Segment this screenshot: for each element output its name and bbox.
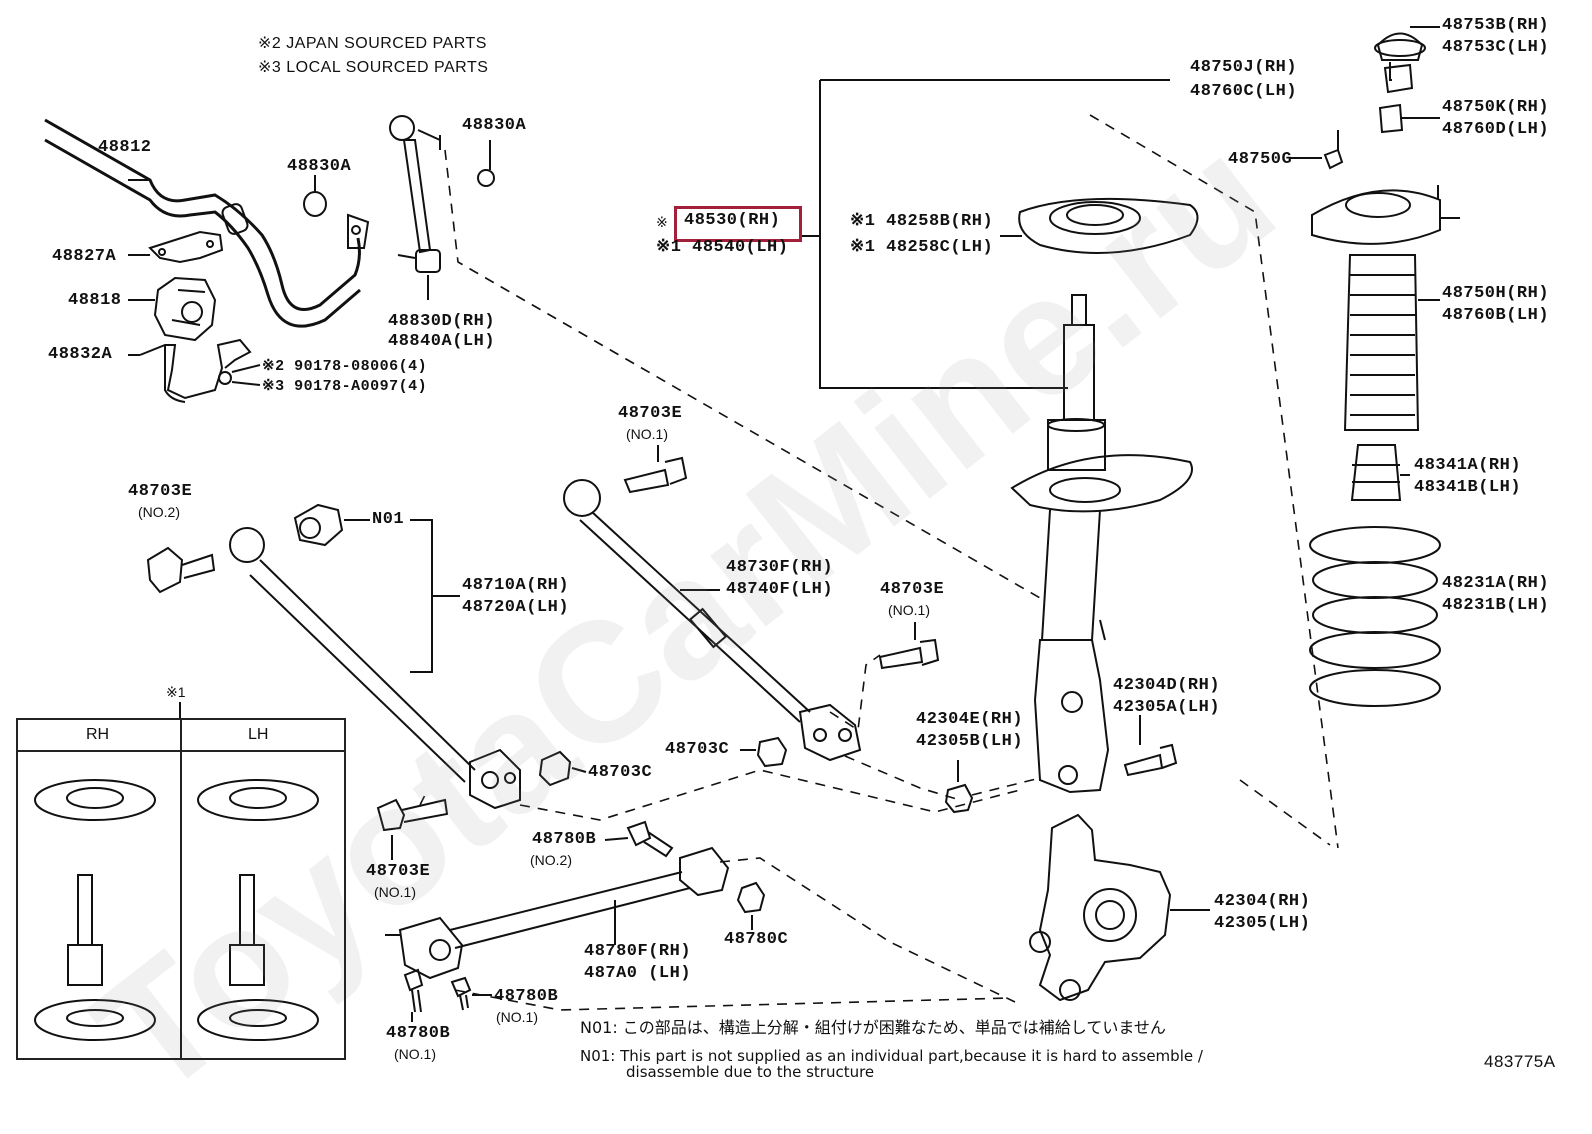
part-48703E-mid[interactable]: 48703E — [880, 580, 945, 599]
part-48703E-top[interactable]: 48703E — [618, 404, 683, 423]
part-42305B[interactable]: 42305B(LH) — [916, 732, 1024, 751]
part-48231B[interactable]: 48231B(LH) — [1442, 596, 1550, 615]
inset-mark: ※1 — [166, 684, 186, 700]
part-42305A[interactable]: 42305A(LH) — [1113, 698, 1221, 717]
header-note-local: ※3 LOCAL SOURCED PARTS — [258, 59, 489, 76]
part-48753B[interactable]: 48753B(RH) — [1442, 16, 1550, 35]
part-48830A-left[interactable]: 48830A — [287, 157, 352, 176]
part-42304[interactable]: 42304(RH) — [1214, 892, 1311, 911]
part-48830A-right[interactable]: 48830A — [462, 116, 527, 135]
diagram-id: 483775A — [1484, 1052, 1556, 1071]
inset-col-rh: RH — [86, 726, 110, 743]
part-48703E-top-note: (NO.1) — [626, 426, 668, 442]
part-48703E-no2[interactable]: 48703E — [128, 482, 193, 501]
part-48341B[interactable]: 48341B(LH) — [1414, 478, 1522, 497]
part-48703E-mid-note: (NO.1) — [888, 602, 930, 618]
part-48750J[interactable]: 48750J(RH) — [1190, 58, 1298, 77]
inset-rh-lh-table: RH LH — [16, 718, 346, 1060]
part-48832A[interactable]: 48832A — [48, 345, 113, 364]
part-48760C[interactable]: 48760C(LH) — [1190, 82, 1298, 101]
part-48760B[interactable]: 48760B(LH) — [1442, 306, 1550, 325]
inset-col-lh: LH — [248, 726, 269, 743]
part-48530[interactable]: 48530(RH) — [684, 211, 781, 230]
part-48780B-top[interactable]: 48780B — [532, 830, 597, 849]
part-48750K[interactable]: 48750K(RH) — [1442, 98, 1550, 117]
part-48812[interactable]: 48812 — [98, 138, 152, 157]
part-42305[interactable]: 42305(LH) — [1214, 914, 1311, 933]
part-48341A[interactable]: 48341A(RH) — [1414, 456, 1522, 475]
part-487A0[interactable]: 487A0 (LH) — [584, 964, 692, 983]
part-90178-08006[interactable]: ※2 90178-08006(4) — [262, 358, 428, 375]
part-N01[interactable]: N01 — [372, 510, 405, 529]
part-48750H[interactable]: 48750H(RH) — [1442, 284, 1550, 303]
part-48703C-left[interactable]: 48703C — [588, 763, 653, 782]
inset-divider — [180, 720, 182, 1058]
part-48740F[interactable]: 48740F(LH) — [726, 580, 834, 599]
part-90178-A0097[interactable]: ※3 90178-A0097(4) — [262, 378, 428, 395]
part-48780B-low-note: (NO.1) — [394, 1046, 436, 1062]
part-48780B-top-note: (NO.2) — [530, 852, 572, 868]
part-48780B-mid-note: (NO.1) — [496, 1009, 538, 1025]
footnote-english-1: N01: This part is not supplied as an ind… — [580, 1047, 1203, 1065]
part-48703C-right[interactable]: 48703C — [665, 740, 730, 759]
part-48780C[interactable]: 48780C — [724, 930, 789, 949]
part-42304E[interactable]: 42304E(RH) — [916, 710, 1024, 729]
part-48231A[interactable]: 48231A(RH) — [1442, 574, 1550, 593]
part-48530-mark: ※ — [656, 214, 668, 230]
footnote-japanese: N01: この部品は、構造上分解・組付けが困難なため、単品では補給していません — [580, 1018, 1166, 1037]
part-48540[interactable]: ※1 48540(LH) — [656, 238, 789, 257]
part-48827A[interactable]: 48827A — [52, 247, 117, 266]
header-note-japan: ※2 JAPAN SOURCED PARTS — [258, 35, 487, 52]
part-48710A[interactable]: 48710A(RH) — [462, 576, 570, 595]
part-48760D[interactable]: 48760D(LH) — [1442, 120, 1550, 139]
part-42304D[interactable]: 42304D(RH) — [1113, 676, 1221, 695]
part-48753C[interactable]: 48753C(LH) — [1442, 38, 1550, 57]
highlight-48530 — [674, 206, 802, 242]
exploded-parts-diagram — [34, 26, 1460, 1041]
part-48780F[interactable]: 48780F(RH) — [584, 942, 692, 961]
part-48720A[interactable]: 48720A(LH) — [462, 598, 570, 617]
part-48750G[interactable]: 48750G — [1228, 150, 1293, 169]
part-48703E-bot[interactable]: 48703E — [366, 862, 431, 881]
part-48818[interactable]: 48818 — [68, 291, 122, 310]
part-48703E-bot-note: (NO.1) — [374, 884, 416, 900]
part-48703E-no2-note: (NO.2) — [138, 504, 180, 520]
part-48830D[interactable]: 48830D(RH) — [388, 312, 496, 331]
part-48258C[interactable]: ※1 48258C(LH) — [850, 238, 994, 257]
part-48780B-mid[interactable]: 48780B — [494, 987, 559, 1006]
part-48840A[interactable]: 48840A(LH) — [388, 332, 496, 351]
stabilizer-bar — [44, 118, 361, 311]
part-48258B[interactable]: ※1 48258B(RH) — [850, 212, 994, 231]
part-48780B-low[interactable]: 48780B — [386, 1024, 451, 1043]
part-48730F[interactable]: 48730F(RH) — [726, 558, 834, 577]
footnote-english-2: disassemble due to the structure — [626, 1063, 875, 1081]
